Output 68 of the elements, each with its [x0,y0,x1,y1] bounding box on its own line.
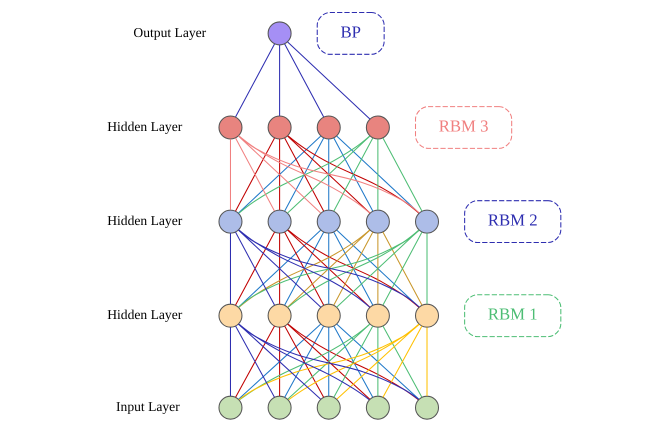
node-circle [267,21,292,46]
node-circle [267,210,292,234]
node-circle [218,115,242,140]
node-circle [365,304,390,328]
connector [229,139,230,210]
node-circle [365,210,390,234]
node-circle [414,396,439,420]
connector [328,327,329,396]
connector [336,230,419,308]
connector [376,327,378,396]
label: Hidden Layer [106,213,182,228]
connector [286,136,370,214]
connector [332,326,373,398]
connector [278,327,280,396]
connector [287,136,419,214]
connector [382,138,422,212]
node-circle [414,210,439,234]
node-circle [316,304,340,328]
node-circle [218,304,242,328]
node-circle [316,210,340,234]
node-box: RBM 2 [464,200,561,244]
label: Hidden Layer [106,307,182,322]
connector [238,136,419,214]
connector [328,139,329,210]
connector [426,233,428,304]
connector [284,232,324,306]
connector [426,327,428,396]
connector [278,139,280,210]
connector [376,139,378,210]
node-box: RBM 3 [414,106,512,149]
connector [234,138,274,212]
connector [278,233,280,304]
connector [238,230,321,308]
node-circle [267,304,292,328]
connector [238,136,370,214]
connector [238,230,370,308]
connector [376,233,378,304]
connector [287,230,419,308]
node-circle [414,304,439,328]
connector [332,232,373,306]
label: Input Layer [116,399,180,414]
node-circle [218,396,242,420]
node-circle [365,115,390,140]
connector [286,230,370,308]
label: Output Layer [132,24,206,40]
connector [286,42,370,120]
connector [286,324,370,400]
node-box: BP [316,12,384,55]
connector [284,138,324,212]
node-circle [365,396,390,420]
connector [332,138,373,212]
connector [234,44,274,118]
node-circle [267,115,292,140]
connector [336,136,419,214]
node-circle [267,396,292,420]
connector [278,45,280,116]
node-box: RBM 1 [464,294,561,338]
connector [234,232,274,306]
node-circle [316,115,340,140]
connector [229,233,230,304]
node-circle [218,210,242,234]
label: Hidden Layer [106,119,182,134]
connector [238,136,321,214]
connector [284,44,324,118]
node-circle [316,396,340,420]
connector [328,233,329,304]
connector [229,327,230,396]
connector [234,326,274,398]
